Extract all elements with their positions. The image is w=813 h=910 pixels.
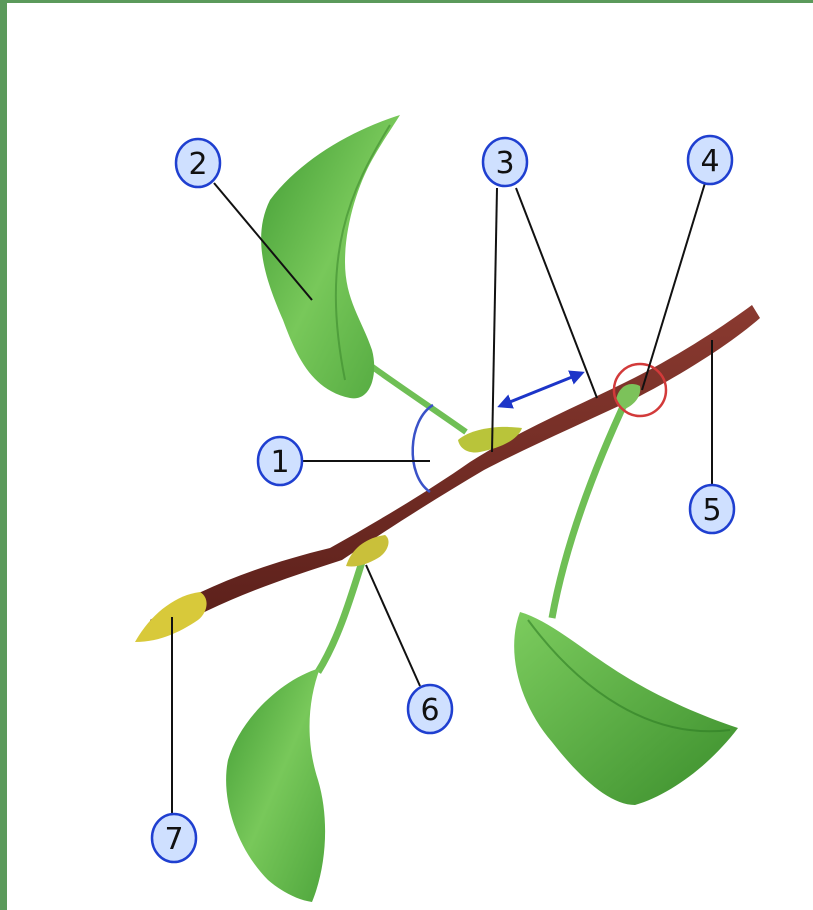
stem [150, 305, 760, 636]
leaf-upper-left [261, 115, 400, 398]
callout-3-text: 3 [495, 146, 514, 181]
frame-border-top [0, 0, 813, 3]
callout-6: 6 [408, 685, 452, 733]
callout-1: 1 [258, 437, 302, 485]
callout-5: 5 [690, 485, 734, 533]
callout-5-text: 5 [702, 493, 721, 528]
leader-line-3a [492, 188, 497, 452]
leaf-lower-left [226, 668, 325, 902]
callout-1-text: 1 [270, 445, 289, 480]
callout-7-text: 7 [164, 822, 183, 857]
internode-arrow [500, 373, 582, 406]
frame-border-left [0, 0, 7, 910]
petiole-lower-left [318, 562, 362, 672]
callout-2: 2 [176, 139, 220, 187]
callout-7: 7 [152, 814, 196, 862]
axil-highlight-circle [413, 405, 433, 492]
leader-line-6 [366, 565, 420, 686]
callout-2-text: 2 [188, 147, 207, 182]
terminal-bud [135, 592, 207, 642]
callout-4-text: 4 [700, 144, 719, 179]
callout-6-text: 6 [420, 693, 439, 728]
callout-3: 3 [483, 138, 527, 186]
leader-line-3b [516, 188, 597, 398]
callout-4: 4 [688, 136, 732, 184]
